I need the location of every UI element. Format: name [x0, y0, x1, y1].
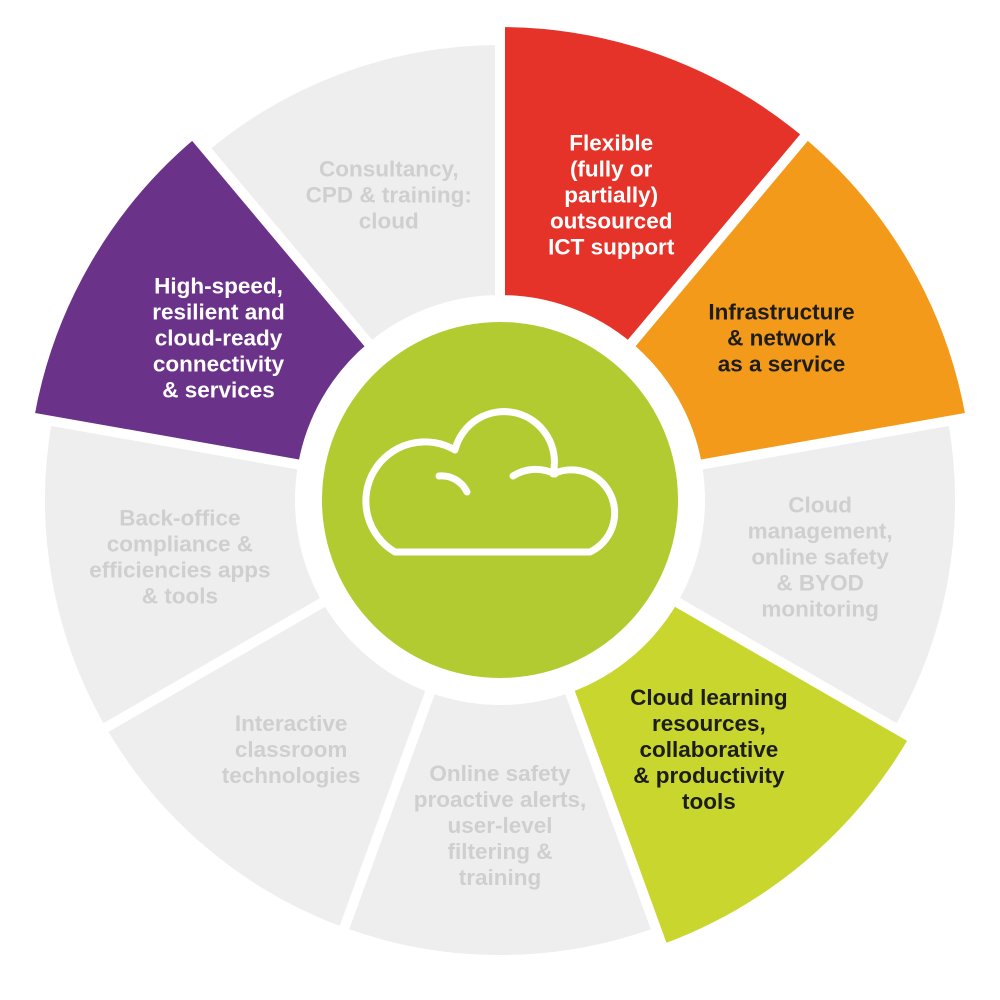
segment-label-line: resilient and	[152, 300, 285, 325]
segment-label-line: (fully or	[570, 157, 653, 182]
segment-label-line: cloud	[359, 209, 419, 234]
cloud-icon	[362, 408, 619, 556]
segment-label-line: training	[459, 865, 542, 890]
segment-label-line: & network	[727, 326, 836, 351]
segment-label-line: compliance &	[107, 531, 253, 556]
segment-label-line: Back-office	[119, 505, 240, 530]
segment-flexible-support	[495, 16, 815, 354]
segment-label-line: Consultancy,	[319, 157, 459, 182]
segment-label-line: & BYOD	[776, 570, 864, 595]
segment-back-office	[35, 414, 334, 737]
segment-label-line: & tools	[142, 583, 218, 608]
segment-label-line: Cloud	[788, 492, 852, 517]
segment-label-line: Flexible	[569, 131, 653, 156]
wheel-segments	[23, 16, 977, 966]
segment-label-line: cloud-ready	[155, 326, 283, 351]
center-circle	[322, 322, 678, 678]
segment-label-line: partially)	[564, 183, 658, 208]
segment-label-line: outsourced	[550, 209, 673, 234]
segment-label-line: monitoring	[761, 596, 878, 621]
segment-label-line: Interactive	[235, 711, 348, 736]
segment-connectivity	[23, 126, 379, 472]
segment-label-line: & productivity	[633, 763, 785, 788]
segment-consultancy	[197, 34, 505, 354]
segment-label-line: High-speed,	[154, 274, 283, 299]
segment-label-line: efficiencies apps	[89, 557, 270, 582]
segment-label-line: proactive alerts,	[414, 787, 587, 812]
segment-label-line: Online safety	[429, 761, 571, 786]
segment-label-line: filtering &	[448, 839, 553, 864]
segment-label-line: connectivity	[153, 352, 285, 377]
segment-label-line: management,	[748, 518, 893, 543]
segment-cloud-learning	[561, 593, 921, 956]
segment-cloud-management	[666, 414, 965, 737]
segment-label-line: collaborative	[639, 737, 778, 762]
segment-infrastructure	[621, 126, 977, 472]
segment-label-line: ICT support	[548, 235, 675, 260]
segment-label-line: & services	[162, 378, 275, 403]
segment-label-line: as a service	[718, 352, 846, 377]
segment-label-line: CPD & training:	[306, 183, 472, 208]
segment-label-line: tools	[682, 789, 736, 814]
segment-label-line: classroom	[235, 737, 348, 762]
segment-label-line: Cloud learning	[630, 685, 788, 710]
segment-label-line: Infrastructure	[708, 300, 854, 325]
segment-label-line: online safety	[751, 544, 889, 569]
segment-label-consultancy: Consultancy,CPD & training:cloud	[306, 157, 472, 234]
segment-label-line: technologies	[222, 763, 361, 788]
segment-label-line: user-level	[447, 813, 552, 838]
segment-label-line: resources,	[652, 711, 766, 736]
segment-online-safety-alerts	[336, 681, 664, 966]
